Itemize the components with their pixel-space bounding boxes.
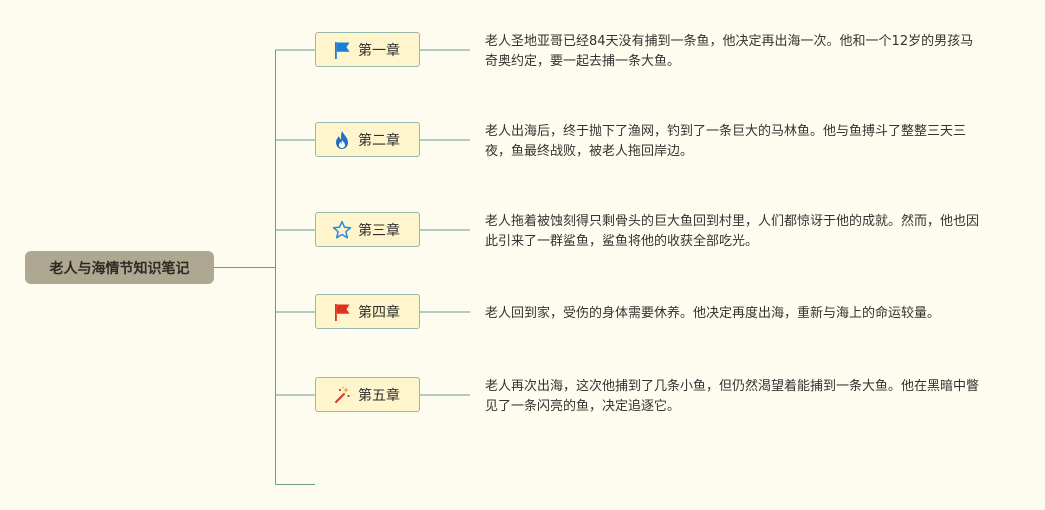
chapter-note-1: 老人圣地亚哥已经84天没有捕到一条鱼，他决定再出海一次。他和一个12岁的男孩马奇… <box>485 34 974 69</box>
blue-flag-icon <box>332 40 352 60</box>
chapter-topic-5[interactable]: 第五章 <box>315 377 420 412</box>
red-flag-icon <box>332 302 352 322</box>
root-topic[interactable]: 老人与海情节知识笔记 <box>25 251 214 284</box>
chapter-topic-3[interactable]: 第三章 <box>315 212 420 247</box>
star-outline-icon <box>332 220 352 240</box>
chapter-note-5: 老人再次出海，这次他捕到了几条小鱼，但仍然渴望着能捕到一条大鱼。他在黑暗中瞥见了… <box>485 379 980 414</box>
chapter-topic-2[interactable]: 第二章 <box>315 122 420 157</box>
chapter-label: 第三章 <box>358 222 400 239</box>
chapter-label: 第四章 <box>358 304 400 321</box>
chapter-note-4: 老人回到家，受伤的身体需要休养。他决定再度出海，重新与海上的命运较量。 <box>485 306 941 321</box>
root-topic-label: 老人与海情节知识笔记 <box>49 260 190 277</box>
magic-wand-icon <box>332 385 352 405</box>
chapter-label: 第一章 <box>358 42 400 59</box>
chapter-note-3: 老人拖着被蚀刻得只剩骨头的巨大鱼回到村里，人们都惊讶于他的成就。然而，他也因此引… <box>485 214 980 249</box>
chapter-label: 第五章 <box>358 387 400 404</box>
chapter-note-2: 老人出海后，终于抛下了渔网，钓到了一条巨大的马林鱼。他与鱼搏斗了整整三天三夜，鱼… <box>485 124 967 159</box>
fire-icon <box>332 130 352 150</box>
chapter-topic-4[interactable]: 第四章 <box>315 294 420 329</box>
chapter-label: 第二章 <box>358 132 400 149</box>
chapter-topic-1[interactable]: 第一章 <box>315 32 420 67</box>
